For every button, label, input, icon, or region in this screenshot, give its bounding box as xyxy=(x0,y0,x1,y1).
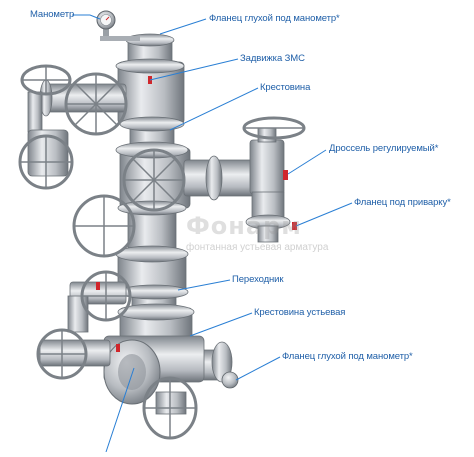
label-wellhead-cross: Крестовина устьевая xyxy=(254,307,346,318)
handwheel-center xyxy=(122,148,186,212)
handwheel-left-low xyxy=(72,194,136,258)
label-cross: Крестовина xyxy=(260,82,311,93)
label-gate-valve: Задвижка ЗМС xyxy=(240,53,305,64)
label-blind-flange-manometer-top: Фланец глухой под манометр* xyxy=(209,13,340,24)
handwheel-bottom xyxy=(142,376,198,440)
handwheels xyxy=(18,64,306,440)
wellhead-cross-base xyxy=(39,335,205,415)
handwheel-upper-left-b xyxy=(64,72,128,136)
handwheel-choke xyxy=(242,116,306,140)
leader-gate-valve xyxy=(149,58,239,81)
label-choke: Дроссель регулируемый* xyxy=(329,143,439,154)
leader-bottom xyxy=(105,367,135,453)
leader-adapter xyxy=(177,279,231,291)
leader-manometer xyxy=(72,14,101,20)
leader-blind-flange-top xyxy=(159,18,207,35)
leader-wellhead-cross xyxy=(189,312,253,337)
leader-lines xyxy=(72,14,353,453)
handwheel-lower-left-b xyxy=(36,328,88,380)
handwheel-lower-left-a xyxy=(80,270,132,322)
leader-cross xyxy=(169,87,259,131)
leader-blind-flange-bottom xyxy=(235,356,281,381)
label-blind-flange-manometer-bottom: Фланец глухой под манометр* xyxy=(282,351,413,362)
label-adapter: Переходник xyxy=(232,274,284,285)
right-outlet xyxy=(183,127,297,243)
label-manometer: Манометр xyxy=(30,9,75,20)
handwheel-left-mid xyxy=(18,134,74,190)
left-upper-valve xyxy=(27,76,152,177)
left-lower-valve xyxy=(67,281,127,333)
leader-choke xyxy=(287,149,327,175)
watermark-tagline: фонтанная устьевая арматура xyxy=(186,242,329,253)
watermark-brand: Фонарм xyxy=(186,212,302,240)
leader-weld-flange xyxy=(295,202,353,227)
label-weld-flange: Фланец под приварку* xyxy=(354,197,451,208)
manometer-gauge xyxy=(96,10,140,41)
handwheel-upper-left-a xyxy=(20,64,72,96)
